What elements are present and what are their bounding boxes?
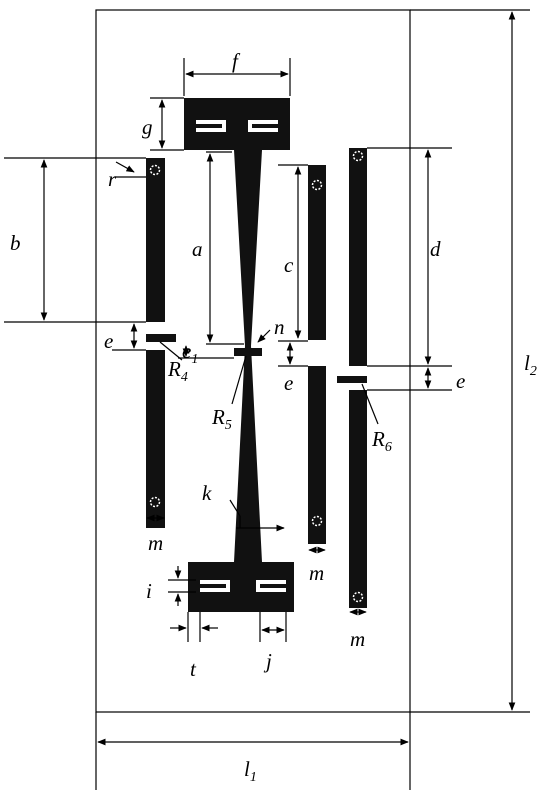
dimension-f: f bbox=[183, 49, 291, 96]
label-r5: R5 bbox=[211, 405, 232, 433]
dimension-k: k bbox=[202, 481, 285, 532]
substrate-outline bbox=[95, 9, 411, 713]
dimension-t: t bbox=[170, 612, 218, 681]
label-r4-group: R4 bbox=[159, 341, 188, 385]
dimension-b: b bbox=[4, 157, 146, 323]
label-g: g bbox=[142, 115, 153, 139]
label-m-center: m bbox=[309, 561, 324, 585]
label-r5-sub: 5 bbox=[225, 418, 232, 433]
dimension-i: i bbox=[146, 566, 196, 606]
label-r5-group: R5 bbox=[211, 355, 247, 433]
label-r: r bbox=[108, 167, 117, 191]
label-a: a bbox=[192, 237, 203, 261]
dimension-j: j bbox=[259, 612, 287, 673]
label-c: c bbox=[284, 253, 294, 277]
label-b: b bbox=[10, 231, 21, 255]
label-l2-sub: 2 bbox=[530, 364, 537, 379]
label-e1-sub: 1 bbox=[191, 352, 198, 367]
dimension-m-left: m bbox=[146, 514, 165, 555]
bottom-pad bbox=[188, 562, 294, 612]
label-k: k bbox=[202, 481, 212, 505]
label-l1-main: l bbox=[244, 757, 250, 781]
label-t: t bbox=[190, 657, 197, 681]
dimension-e-center: e bbox=[278, 340, 308, 395]
dimension-r: r bbox=[108, 161, 146, 191]
label-r4: R4 bbox=[167, 357, 188, 385]
label-n: n bbox=[274, 315, 285, 339]
middle-strip bbox=[308, 165, 326, 544]
dimension-c: c bbox=[278, 164, 308, 339]
label-r4-sub: 4 bbox=[181, 370, 188, 385]
label-f: f bbox=[232, 49, 241, 73]
dimension-m-center: m bbox=[308, 546, 326, 585]
dimension-a: a bbox=[192, 151, 244, 345]
label-r4-main: R bbox=[167, 357, 181, 381]
label-r6-group: R6 bbox=[361, 383, 392, 455]
dimension-e-left: e bbox=[104, 323, 146, 353]
label-l2-main: l bbox=[524, 351, 530, 375]
dimension-l1: l1 bbox=[95, 712, 411, 790]
label-e1-main: e bbox=[182, 339, 191, 363]
dimension-e1: e1 bbox=[178, 339, 234, 367]
label-e-left: e bbox=[104, 329, 113, 353]
label-m-left: m bbox=[148, 531, 163, 555]
label-e-center: e bbox=[284, 371, 293, 395]
label-e1: e1 bbox=[182, 339, 198, 367]
label-j: j bbox=[263, 649, 272, 673]
label-l2: l2 bbox=[524, 351, 537, 379]
top-pad bbox=[184, 98, 290, 150]
label-d: d bbox=[430, 237, 441, 261]
left-strip bbox=[146, 158, 176, 528]
dimension-m-right: m bbox=[349, 608, 367, 651]
label-r6: R6 bbox=[371, 427, 392, 455]
label-r6-sub: 6 bbox=[385, 440, 392, 455]
resistor-r5 bbox=[234, 348, 262, 356]
label-e-right: e bbox=[456, 369, 465, 393]
dimension-l2: l2 bbox=[410, 9, 537, 713]
label-r6-main: R bbox=[371, 427, 385, 451]
label-i: i bbox=[146, 579, 152, 603]
label-r5-main: R bbox=[211, 405, 225, 429]
right-strip bbox=[337, 148, 367, 608]
label-l1-sub: 1 bbox=[250, 770, 257, 785]
dimension-e-right: e bbox=[367, 367, 465, 393]
dimension-d: d bbox=[367, 147, 452, 367]
label-l1: l1 bbox=[244, 757, 257, 785]
dimension-n: n bbox=[257, 315, 285, 343]
dimension-g: g bbox=[142, 97, 184, 151]
label-m-right: m bbox=[350, 627, 365, 651]
